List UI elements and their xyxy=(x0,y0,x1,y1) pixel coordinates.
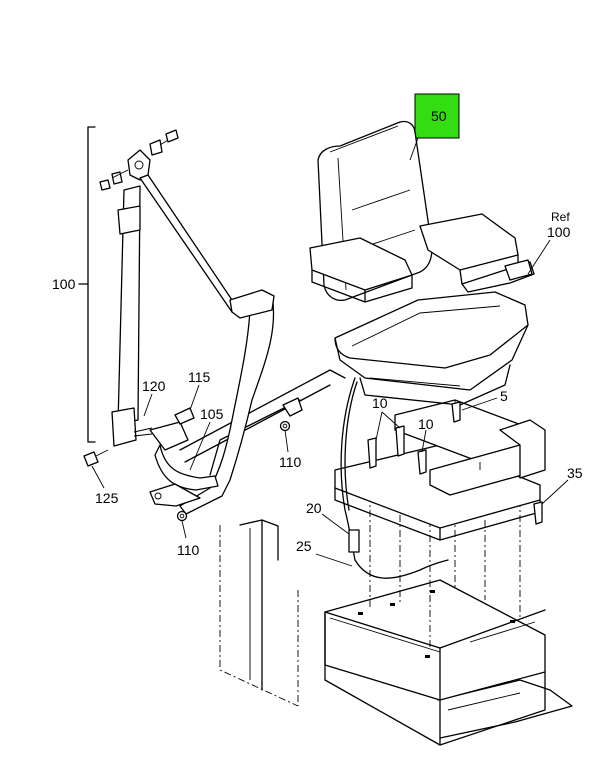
upper-anchor-hardware[interactable] xyxy=(99,129,179,191)
callout-5[interactable]: 5 xyxy=(500,388,508,404)
callout-120[interactable]: 120 xyxy=(142,378,166,394)
callout-10-upper[interactable]: 10 xyxy=(372,395,388,411)
seat-slide-assembly[interactable] xyxy=(334,399,546,541)
assembly-100-bracket xyxy=(78,126,96,443)
callout-25[interactable]: 25 xyxy=(296,538,312,554)
cab-wall-outline xyxy=(219,519,573,739)
part-35-bolt[interactable] xyxy=(533,501,543,525)
leader-lines xyxy=(91,137,569,567)
callout-105[interactable]: 105 xyxy=(200,406,224,422)
shoulder-belt-assembly[interactable] xyxy=(111,149,275,515)
callout-ref: Ref xyxy=(551,210,570,224)
part-110-nut-lower[interactable] xyxy=(176,510,188,522)
callout-125[interactable]: 125 xyxy=(95,490,119,506)
callout-110-upper[interactable]: 110 xyxy=(279,454,302,470)
part-5-bolt[interactable] xyxy=(451,401,461,423)
part-20-connector[interactable] xyxy=(348,529,360,553)
seat-riser-box[interactable] xyxy=(324,579,546,746)
callout-115[interactable]: 115 xyxy=(188,369,211,385)
part-50-highlight[interactable] xyxy=(414,93,460,139)
callout-100-left[interactable]: 100 xyxy=(52,276,76,292)
callout-10-lower[interactable]: 10 xyxy=(418,416,434,432)
part-10-bolts[interactable] xyxy=(367,425,427,475)
callout-20[interactable]: 20 xyxy=(306,500,322,516)
floor-channel xyxy=(179,369,346,476)
part-50-seat[interactable] xyxy=(309,120,535,406)
part-125-bolt[interactable] xyxy=(83,449,109,467)
part-115-bolt[interactable] xyxy=(174,407,195,425)
callout-100-right[interactable]: 100 xyxy=(547,224,571,240)
callout-35[interactable]: 35 xyxy=(567,465,583,481)
callout-50[interactable]: 50 xyxy=(431,108,447,124)
part-105-buckle-belt[interactable] xyxy=(149,421,219,507)
part-110-nut-upper[interactable] xyxy=(279,420,291,432)
callout-110-lower[interactable]: 110 xyxy=(177,542,200,558)
